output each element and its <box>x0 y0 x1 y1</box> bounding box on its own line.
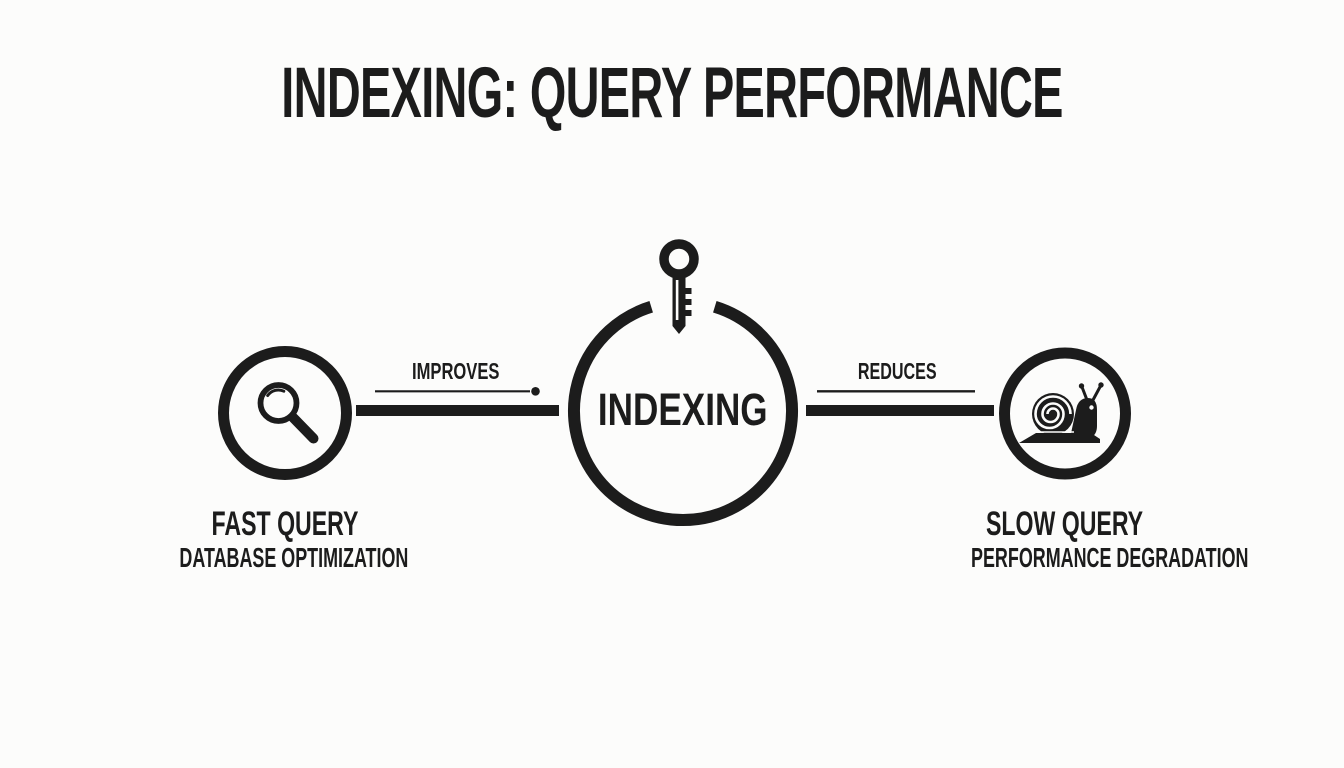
key-icon <box>659 239 699 334</box>
improves-connector-label: IMPROVES <box>412 358 500 384</box>
page-title: INDEXING: QUERY PERFORMANCE <box>0 58 1344 129</box>
fast-query-heading: FAST QUERY <box>211 505 359 543</box>
fast-query-subheading: DATABASE OPTIMIZATION <box>179 542 409 573</box>
slow-query-heading: SLOW QUERY <box>986 505 1144 543</box>
magnifying-glass-icon <box>257 382 319 444</box>
reduces-connector-label: REDUCES <box>857 358 937 384</box>
fast-query-node-circle <box>218 346 352 480</box>
page-title-text: INDEXING: QUERY PERFORMANCE <box>281 54 1063 133</box>
indexing-node-circle <box>568 301 798 527</box>
indexing-node-label: INDEXING <box>598 384 768 435</box>
improves-underline-dot <box>531 387 540 396</box>
snail-icon <box>1019 382 1104 443</box>
slow-query-subheading: PERFORMANCE DEGRADATION <box>971 542 1249 573</box>
slow-query-node-circle <box>999 347 1131 480</box>
